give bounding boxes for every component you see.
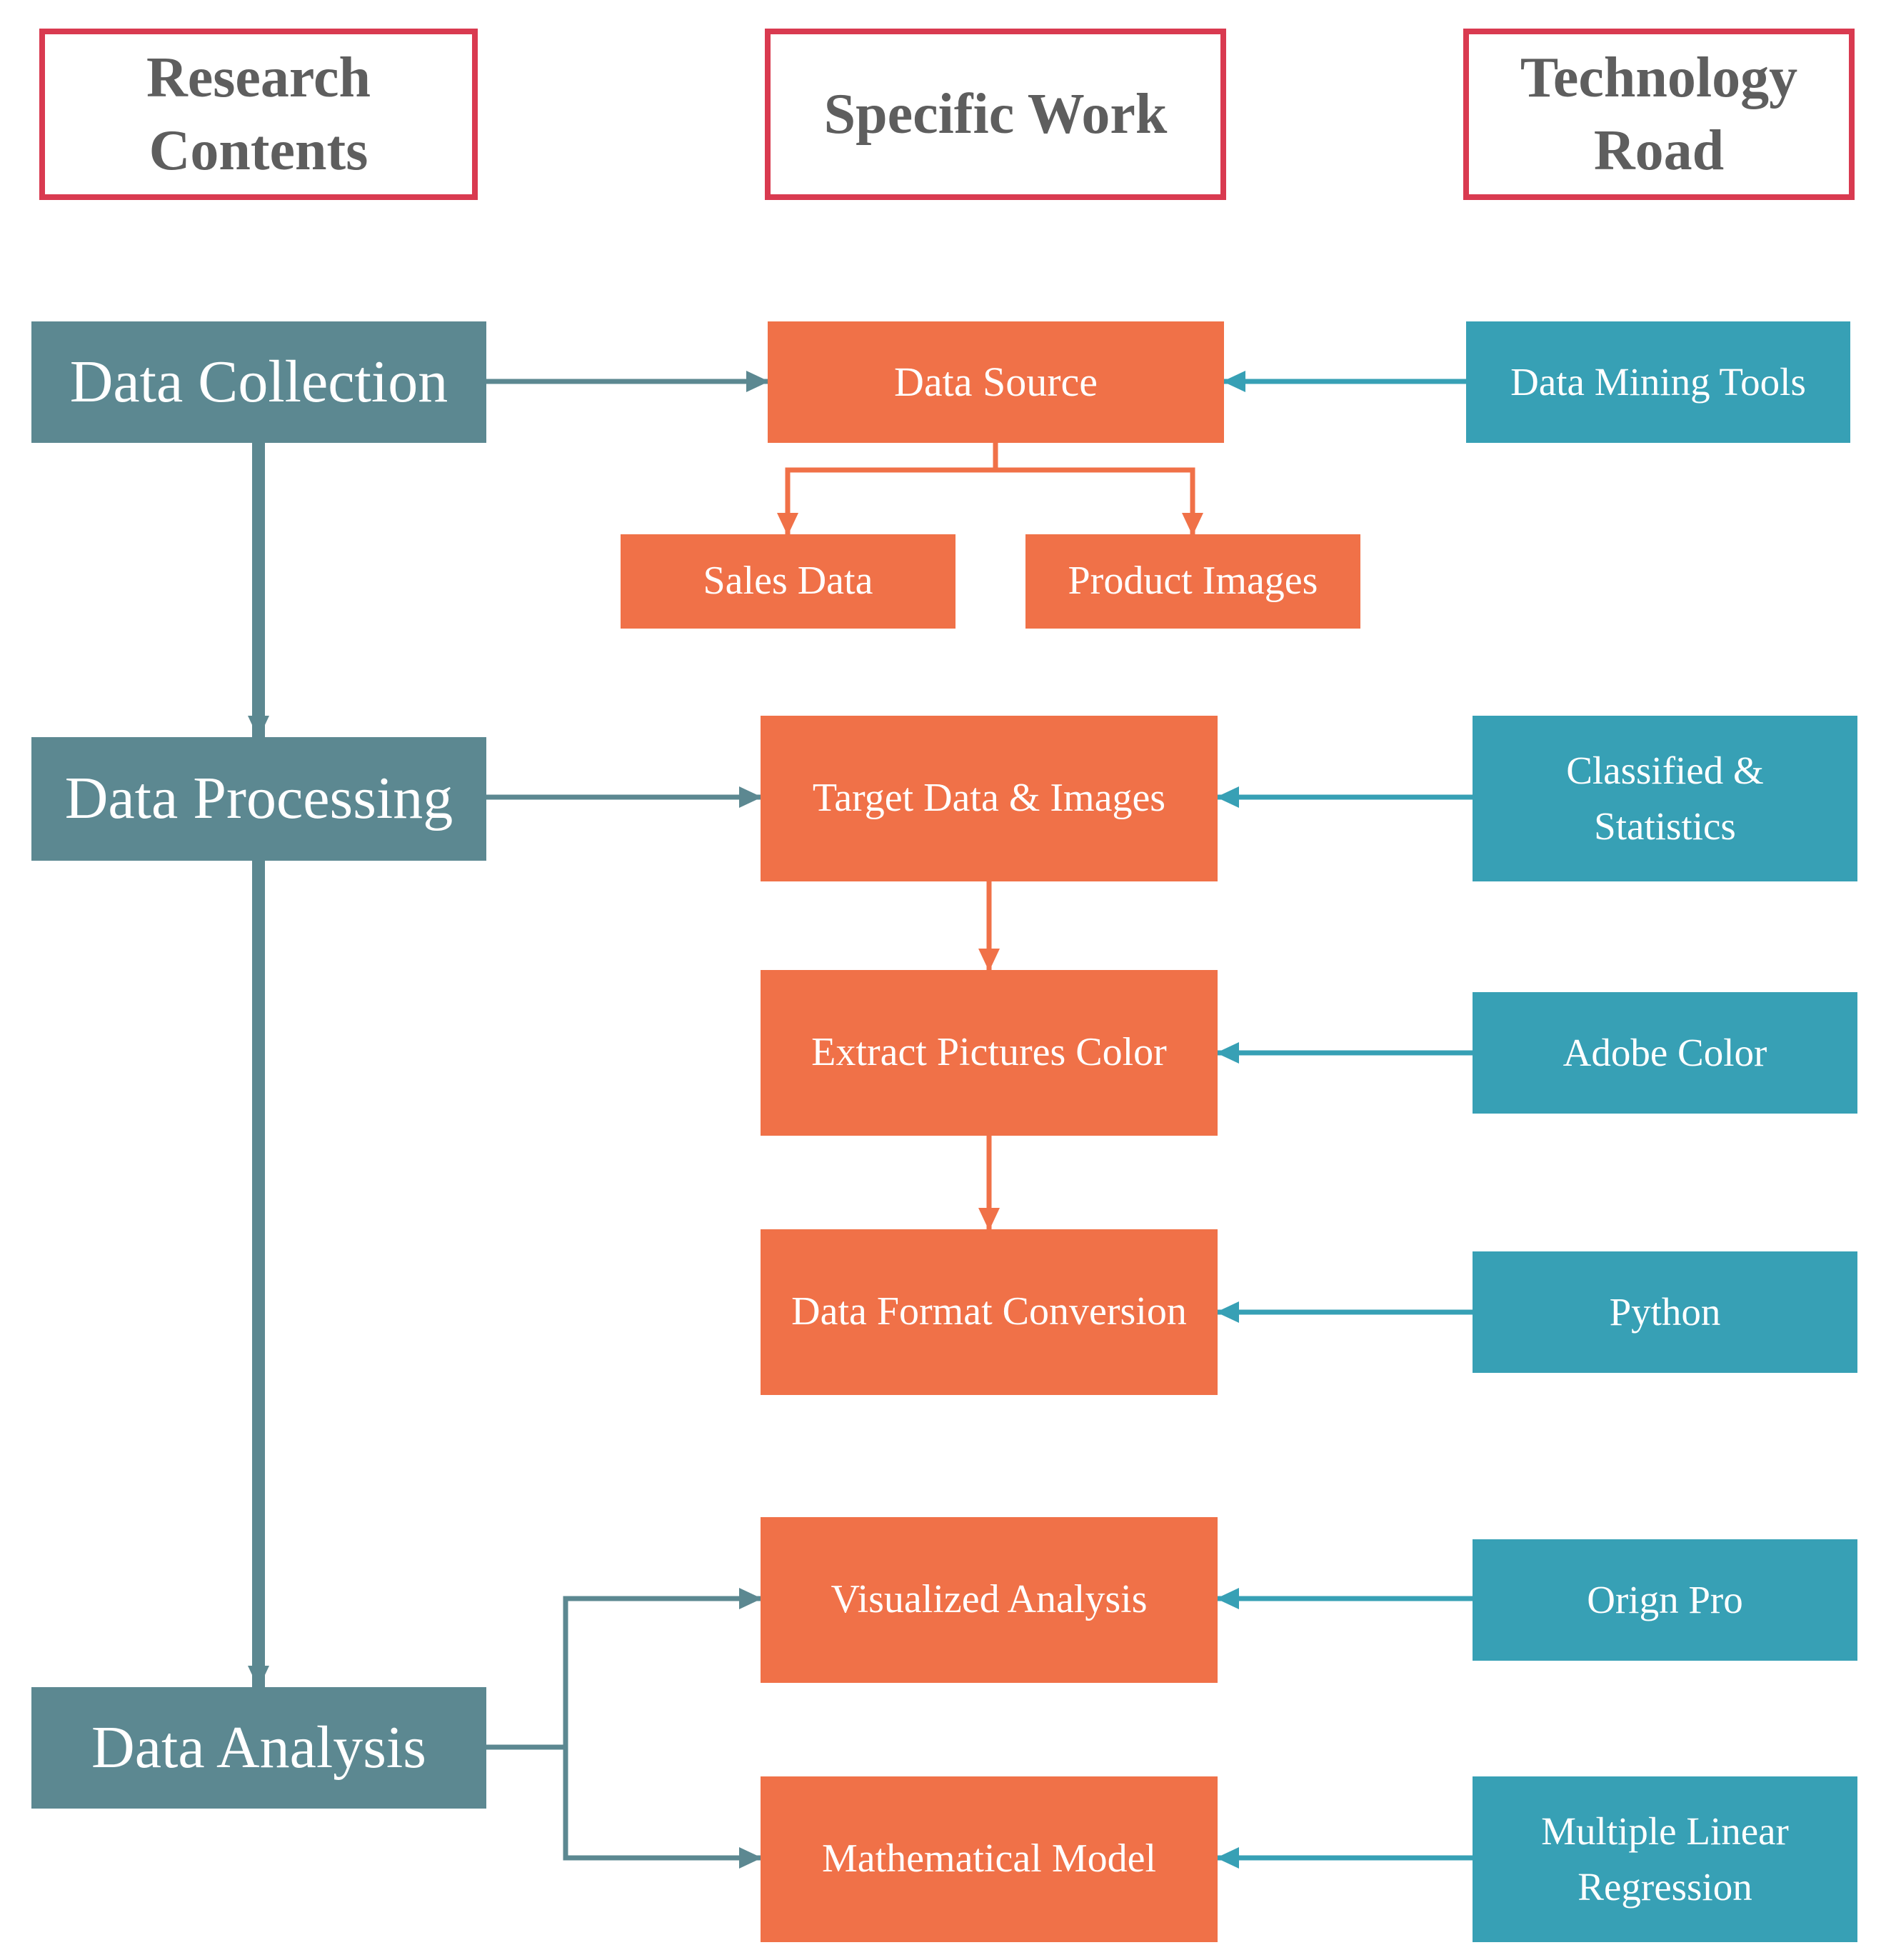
arrow-analysis-to-visualized (486, 1588, 762, 1750)
work-visualized-analysis: Visualized Analysis (761, 1517, 1218, 1683)
work-mathematical-model: Mathematical Model (761, 1776, 1218, 1942)
stage-data-analysis-label: Data Analysis (91, 1714, 426, 1781)
arrow-source-to-images (995, 467, 1203, 536)
stage-data-processing-label: Data Processing (64, 765, 453, 832)
work-extract-pictures-color: Extract Pictures Color (761, 970, 1218, 1136)
work-data-format-conversion: Data Format Conversion (761, 1229, 1218, 1395)
header-research-contents: Research Contents (39, 29, 478, 200)
tech-python-label: Python (1609, 1289, 1721, 1334)
work-sales-data-label: Sales Data (703, 559, 873, 604)
tech-multiple-linear-regression-label: Multiple Linear Regression (1541, 1809, 1789, 1909)
header-technology-road-label: Technology Road (1520, 46, 1798, 182)
work-target-data-images: Target Data & Images (761, 716, 1218, 881)
work-product-images-label: Product Images (1068, 559, 1318, 604)
tech-adobe-color-label: Adobe Color (1563, 1030, 1767, 1074)
tech-data-mining-tools-label: Data Mining Tools (1510, 359, 1806, 404)
header-specific-work-label: Specific Work (823, 82, 1168, 146)
work-sales-data: Sales Data (621, 534, 955, 629)
tech-origin-pro-label: Orign Pro (1587, 1577, 1743, 1621)
stage-data-analysis: Data Analysis (31, 1687, 486, 1809)
work-data-format-conversion-label: Data Format Conversion (791, 1289, 1187, 1334)
tech-adobe-color: Adobe Color (1473, 992, 1857, 1114)
work-visualized-analysis-label: Visualized Analysis (831, 1577, 1148, 1622)
tech-classified-statistics-label: Classified & Statistics (1566, 748, 1764, 848)
header-specific-work: Specific Work (765, 29, 1226, 200)
header-technology-road: Technology Road (1463, 29, 1855, 200)
stage-data-processing: Data Processing (31, 737, 486, 861)
work-product-images: Product Images (1025, 534, 1360, 629)
tech-data-mining-tools: Data Mining Tools (1466, 321, 1850, 443)
work-mathematical-model-label: Mathematical Model (821, 1836, 1157, 1881)
stage-data-collection-label: Data Collection (69, 348, 448, 415)
work-target-data-images-label: Target Data & Images (812, 776, 1166, 821)
stage-data-collection: Data Collection (31, 321, 486, 443)
work-extract-pictures-color-label: Extract Pictures Color (811, 1030, 1167, 1075)
work-data-source-label: Data Source (893, 359, 1098, 406)
arrow-source-to-sales (777, 443, 998, 536)
work-data-source: Data Source (768, 321, 1224, 443)
arrow-analysis-to-model (563, 1747, 762, 1869)
tech-origin-pro: Orign Pro (1473, 1539, 1857, 1661)
tech-python: Python (1473, 1251, 1857, 1373)
header-research-contents-label: Research Contents (146, 46, 371, 182)
tech-classified-statistics: Classified & Statistics (1473, 716, 1857, 881)
tech-multiple-linear-regression: Multiple Linear Regression (1473, 1776, 1857, 1942)
